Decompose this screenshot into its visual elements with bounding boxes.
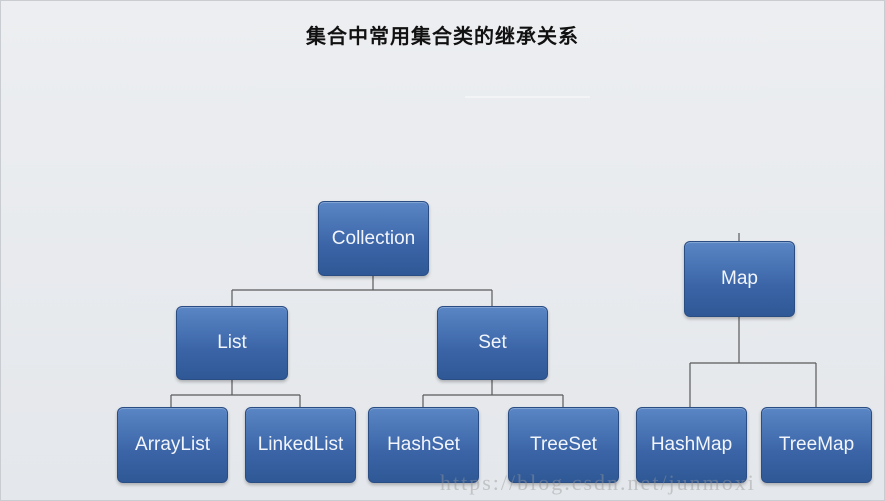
watermark-text: https://blog.csdn.net/junmoxi: [440, 470, 756, 495]
node-collection: Collection: [318, 201, 429, 276]
node-treemap: TreeMap: [761, 407, 872, 483]
node-arraylist: ArrayList: [117, 407, 228, 483]
connector-map: [689, 317, 817, 407]
node-treeset: TreeSet: [508, 407, 619, 483]
node-hashmap: HashMap: [636, 407, 747, 483]
node-linkedlist: LinkedList: [245, 407, 356, 483]
connector-collection: [231, 276, 493, 306]
diagram-title: 集合中常用集合类的继承关系: [306, 24, 579, 48]
node-list: List: [176, 306, 288, 380]
node-map: Map: [684, 241, 795, 317]
decorative-line: [465, 96, 590, 98]
node-set: Set: [437, 306, 548, 380]
node-hashset: HashSet: [368, 407, 479, 483]
connector-set: [422, 380, 564, 407]
connector-list: [170, 380, 301, 407]
